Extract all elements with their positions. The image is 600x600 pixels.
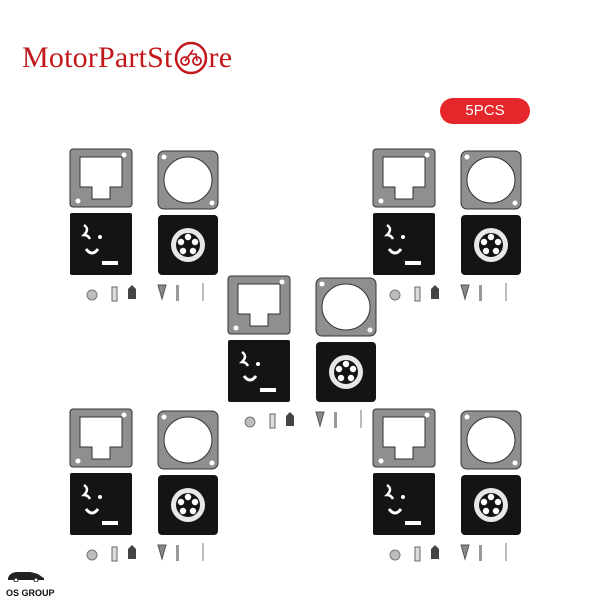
small-parts [389, 283, 507, 302]
brand-name-prefix: MotorPartSt [22, 41, 173, 74]
small-parts [86, 283, 204, 302]
carburetor-repair-kit [365, 145, 535, 305]
pump-gasket [460, 410, 522, 470]
motorcycle-icon [174, 41, 207, 75]
metering-gasket [69, 408, 133, 468]
carburetor-repair-kit [62, 405, 232, 565]
pump-gasket [157, 410, 219, 470]
metering-diaphragm [461, 475, 521, 535]
metering-diaphragm [461, 215, 521, 275]
footer-label: OS GROUP [6, 588, 55, 598]
metering-gasket [227, 275, 291, 335]
car-icon [8, 572, 44, 583]
small-parts [389, 543, 507, 562]
carburetor-repair-kit [220, 272, 390, 432]
small-parts [86, 543, 204, 562]
metering-gasket [69, 148, 133, 208]
brand-name-suffix: re [208, 41, 233, 74]
pump-diaphragm [70, 213, 132, 275]
metering-diaphragm [316, 342, 376, 402]
metering-gasket [372, 408, 436, 468]
footer-logo: OS GROUP [6, 568, 66, 598]
metering-gasket [372, 148, 436, 208]
pump-diaphragm [70, 473, 132, 535]
brand-logo: MotorPartSt re [22, 38, 232, 78]
pump-diaphragm [228, 340, 290, 402]
quantity-badge: 5PCS [440, 98, 530, 124]
metering-diaphragm [158, 475, 218, 535]
pump-gasket [157, 150, 219, 210]
pump-diaphragm [373, 473, 435, 535]
pump-diaphragm [373, 213, 435, 275]
small-parts [244, 410, 362, 429]
carburetor-repair-kit [62, 145, 232, 305]
carburetor-repair-kit [365, 405, 535, 565]
metering-diaphragm [158, 215, 218, 275]
pump-gasket [460, 150, 522, 210]
pump-gasket [315, 277, 377, 337]
